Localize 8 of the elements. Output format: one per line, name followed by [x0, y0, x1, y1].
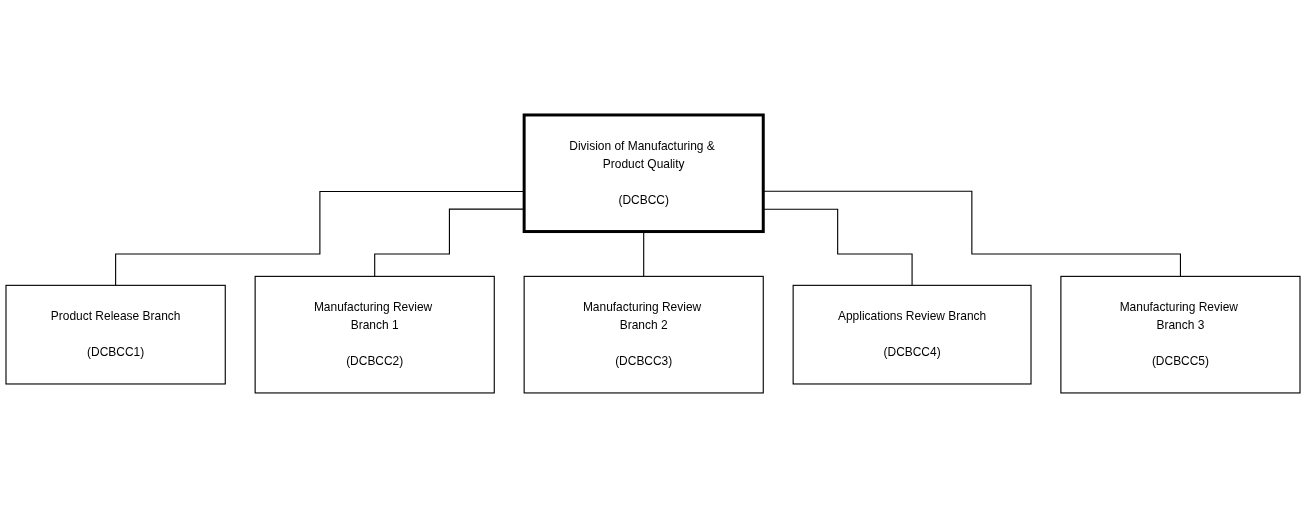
connector	[374, 208, 525, 277]
node-box: Applications Review Branch (DCBCC4)	[792, 284, 1032, 385]
node-box: Manufacturing Review Branch 1 (DCBCC2)	[254, 275, 495, 394]
node-box: Manufacturing Review Branch 2 (DCBCC3)	[523, 275, 764, 394]
node-box: Manufacturing Review Branch 3 (DCBCC5)	[1060, 275, 1301, 394]
connector	[115, 190, 525, 286]
node-box: Product Release Branch (DCBCC1)	[5, 284, 226, 385]
node-box: Division of Manufacturing & Product Quality (DCBCC)	[522, 113, 765, 233]
